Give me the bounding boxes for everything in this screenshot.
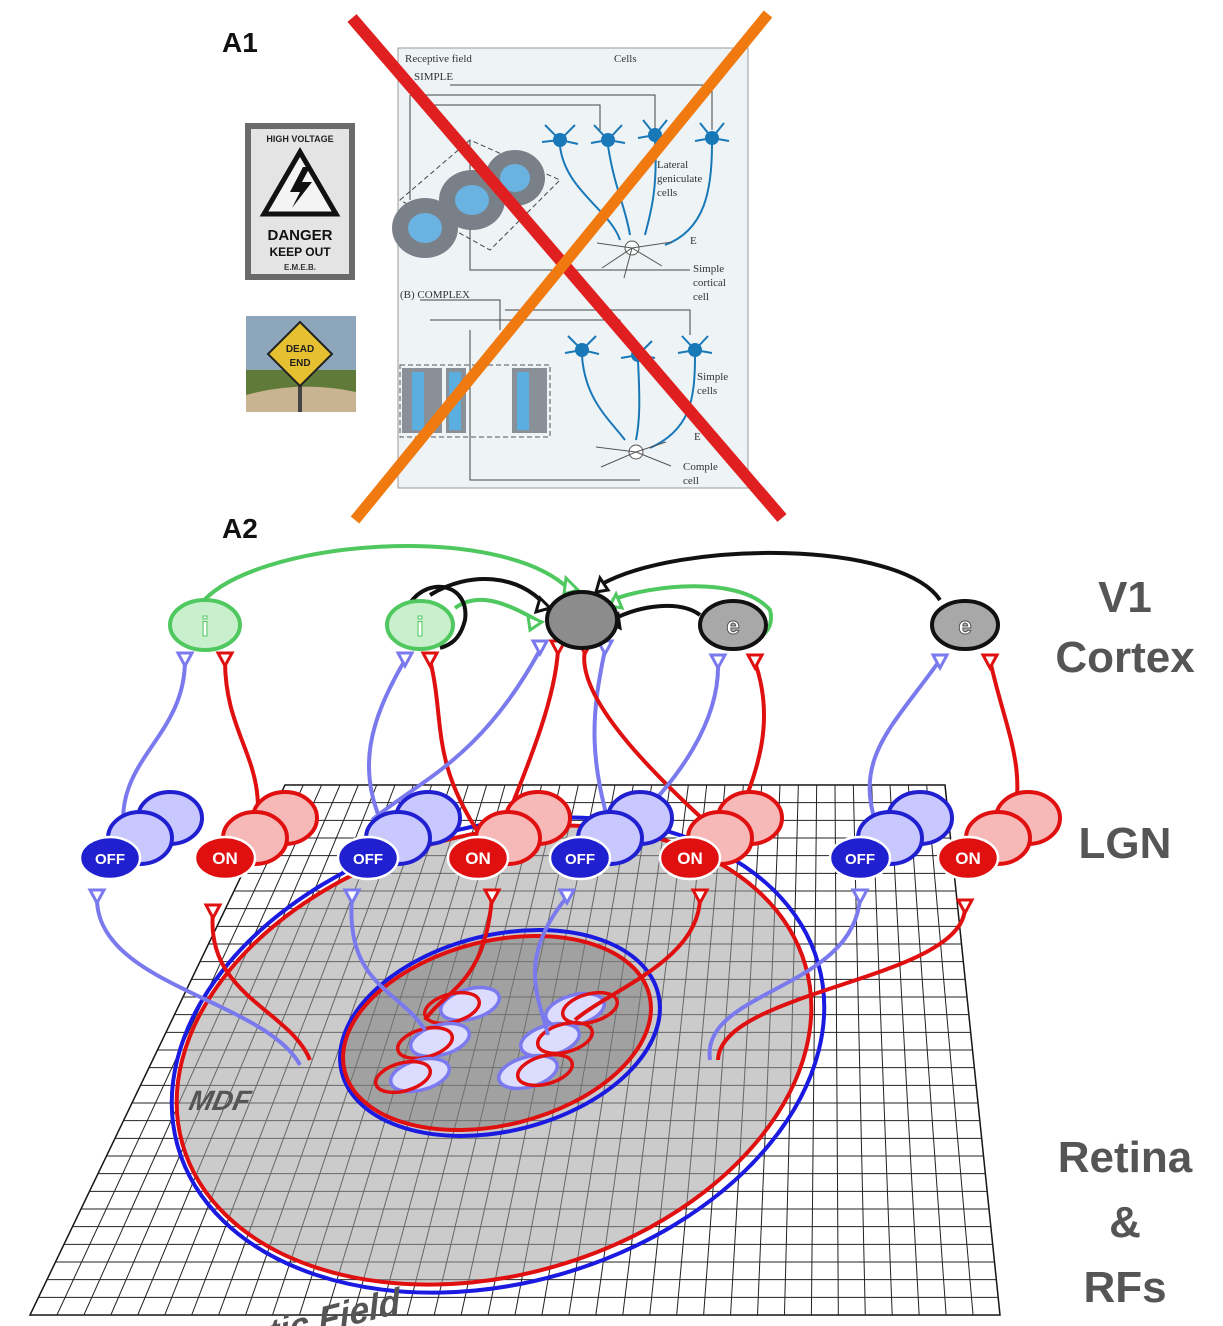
lgn-cell-label-off2: OFF [353,851,383,868]
v1-cells: i i e e [168,590,1000,652]
v1-excitatory-cell-1 [698,599,768,651]
lgn-cell-label-off3: OFF [565,851,595,868]
lgn-on-cell-group: ON [936,790,1062,881]
panel-label-a2: A2 [222,513,258,544]
mdf-label: MDF [186,1084,254,1116]
lgn-off-cell-front [548,835,612,881]
cells-heading: Cells [614,53,637,65]
receptive-field-heading: Receptive field [405,53,472,65]
v1-cell-label-e2: e [958,613,971,640]
lgn-cell-label-on2: ON [465,849,491,868]
sign-emeb-text: E.M.E.B. [284,263,316,272]
lgn-off-cell-group: OFF [828,790,954,881]
complex-heading: (B) COMPLEX [400,289,470,301]
sign-dead-text: DEAD [286,344,314,355]
lgn-on-cell-group: ON [193,790,319,881]
v1-cell-label-i1: i [201,611,209,642]
lgn-cell-label-off1: OFF [95,851,125,868]
lgn-off-cell-group: OFF [78,790,204,881]
lateral-label-2: geniculate [657,173,702,185]
sign-high-voltage-text: HIGH VOLTAGE [266,134,333,144]
lgn-off-cell-front [336,835,400,881]
lgn-off-cell-group: OFF [548,790,674,881]
v1-target-cell [545,590,619,650]
lgn-on-cell-group: ON [658,790,784,881]
complex-cell-label-1: Comple [683,461,718,473]
lgn-cell-label-on1: ON [212,849,238,868]
lgn-on-cell-front [193,835,257,881]
lgn-on-cell-front [658,835,722,881]
simple-cortical-label-2: cortical [693,277,726,289]
simple-cortical-label-3: cell [693,291,709,303]
ampersand-label: & [1109,1198,1141,1247]
v1-cell-label-e1: e [726,613,739,640]
lgn-off-cell-group: OFF [336,790,462,881]
sign-danger-text: DANGER [267,227,332,244]
simple-heading: SIMPLE [414,71,453,83]
lgn-off-cell-front [78,835,142,881]
cortex-label: Cortex [1055,633,1195,682]
lightning-icon [290,167,312,208]
retina-lgn-axons [94,895,967,1066]
simple-cortical-label-1: Simple [693,263,724,275]
v1-label: V1 [1098,573,1152,622]
v1-inhibitory-cell-1 [168,598,242,652]
retina-label: Retina [1058,1133,1193,1182]
lgn-on-cell-front [446,835,510,881]
high-voltage-sign: HIGH VOLTAGE DANGER KEEP OUT E.M.E.B. [245,123,355,280]
lgn-on-cell-front [936,835,1000,881]
rfs-label: RFs [1083,1263,1166,1312]
lateral-label-3: cells [657,187,677,199]
lgn-label: LGN [1079,819,1172,868]
lgn-cells: OFF ON OFF ON OFF ON OFF ON [78,790,1062,881]
dead-end-sign-photo: DEAD END [246,316,356,412]
lgn-off-cell-front [828,835,892,881]
lgn-on-cell-group: ON [446,790,572,881]
lateral-label-1: Lateral [657,159,688,171]
lgn-cell-label-on3: ON [677,849,703,868]
receptive-fields [373,985,620,1095]
complex-cell-label-2: cell [683,475,699,487]
simple-cells-label-2: cells [697,385,717,397]
v1-cell-label-i2: i [416,611,424,642]
e-label-2: E [694,431,701,443]
v1-excitatory-cell-2 [930,599,1000,651]
panel-label-a1: A1 [222,27,258,58]
simple-cells-label-1: Simple [697,371,728,383]
lgn-cell-label-on4: ON [955,849,981,868]
v1-inhibitory-cell-2 [385,599,455,651]
e-label-1: E [690,235,697,247]
sign-keep-out-text: KEEP OUT [269,245,331,259]
lgn-cell-label-off4: OFF [845,851,875,868]
sign-end-text: END [289,358,310,369]
orange-cross-line [350,10,773,524]
